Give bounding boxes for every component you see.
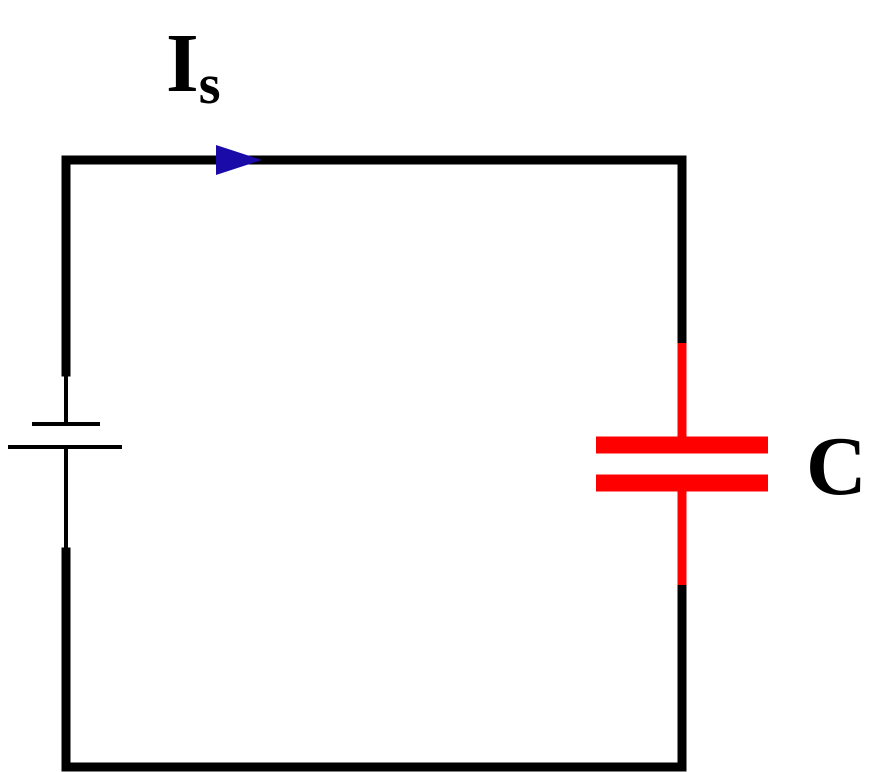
current-label: Is: [166, 17, 221, 116]
current-label-subscript: s: [199, 54, 221, 116]
current-label-main: I: [166, 17, 199, 110]
circuit-wires: [61, 155, 687, 772]
battery-symbol: [8, 372, 122, 552]
capacitor-label: C: [806, 420, 867, 513]
current-arrow-icon: [216, 145, 262, 175]
capacitor-symbol: [596, 343, 768, 585]
